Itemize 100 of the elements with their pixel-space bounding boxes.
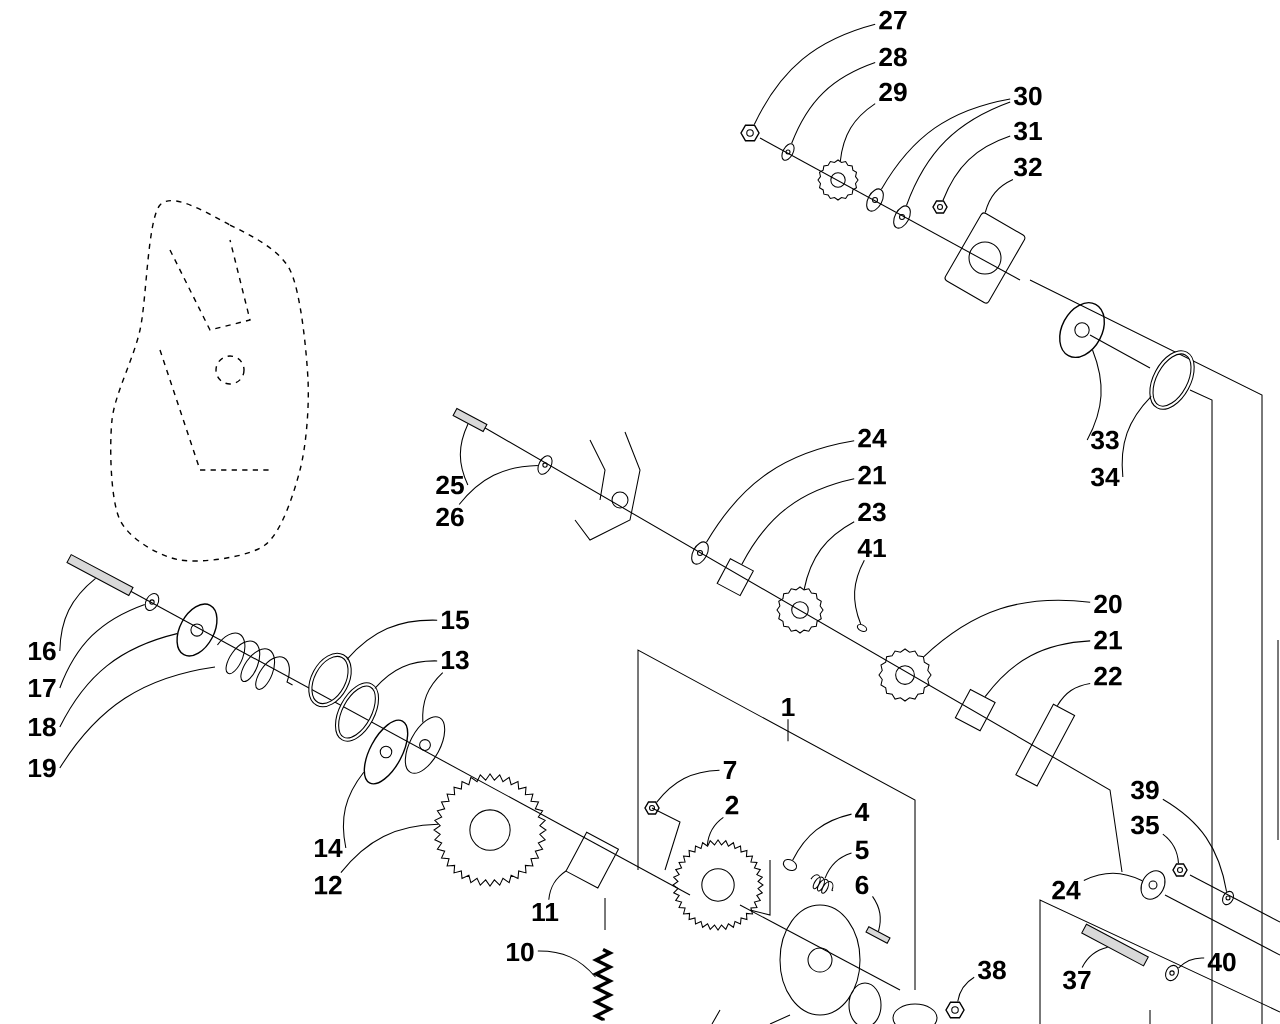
leader-line	[923, 599, 1091, 658]
callout-number: 1	[782, 697, 795, 717]
pin	[782, 859, 798, 872]
callout-number: 35	[1130, 815, 1159, 835]
leader-line	[1083, 872, 1143, 882]
callout-number: 24	[1052, 880, 1081, 900]
snap-ring	[308, 652, 352, 708]
bolt	[452, 407, 488, 433]
callout-number: 26	[436, 507, 464, 527]
leader-line	[422, 672, 444, 724]
nut	[740, 124, 760, 142]
callout-number: 33	[1090, 430, 1119, 450]
leader-line	[1121, 395, 1152, 478]
leader-line	[459, 423, 469, 486]
leader-line	[346, 619, 438, 660]
callout-number: 11	[532, 902, 559, 922]
washer	[144, 593, 160, 611]
callout-number: 2	[725, 795, 739, 815]
flange-plate	[944, 212, 1026, 304]
callout-number: 4	[855, 802, 870, 822]
leader-line	[824, 852, 853, 879]
callout-number: 28	[879, 47, 907, 67]
callout-number: 29	[879, 82, 907, 102]
leader-line	[792, 813, 853, 861]
bolt	[1081, 923, 1149, 967]
callout-number: 18	[29, 717, 56, 737]
leader-line	[656, 769, 721, 803]
leader-line	[957, 976, 975, 1003]
leader-line	[374, 660, 438, 689]
washer	[537, 455, 553, 475]
leader-line	[1081, 946, 1109, 969]
leader-line	[854, 559, 865, 625]
washer	[404, 716, 446, 774]
leader-line	[537, 950, 596, 978]
leader-line	[984, 640, 1091, 698]
leader-line	[839, 103, 876, 162]
callout-number: 16	[29, 641, 56, 661]
sprocket	[878, 648, 932, 702]
callout-number: 41	[857, 538, 886, 558]
callout-number: 25	[436, 475, 464, 495]
leader-line	[905, 101, 1011, 206]
callout-number: 38	[977, 960, 1006, 980]
gear	[672, 839, 764, 931]
callout-number: 24	[858, 428, 887, 448]
washer	[691, 541, 709, 565]
leader-line	[741, 478, 855, 565]
callout-number: 37	[1062, 970, 1091, 990]
leader-line	[705, 440, 855, 543]
leader-line	[803, 521, 855, 590]
gear	[433, 773, 547, 887]
washer	[781, 143, 795, 161]
callout-number: 32	[1013, 157, 1042, 177]
callout-number: 21	[858, 465, 886, 485]
callout-number: 6	[855, 875, 869, 895]
callout-number: 30	[1013, 86, 1042, 106]
nut	[644, 801, 660, 815]
leader-line	[59, 603, 146, 689]
pin	[856, 623, 868, 633]
leader-line	[1162, 833, 1179, 864]
leader-line	[342, 771, 365, 849]
bearing	[363, 719, 409, 785]
leader-line	[1086, 349, 1102, 441]
leader-line	[1056, 682, 1091, 707]
snap-ring	[1149, 350, 1195, 410]
callout-number: 15	[442, 610, 469, 630]
callout-number: 5	[855, 840, 869, 860]
leader-line	[340, 823, 439, 874]
leader-line	[1162, 798, 1228, 893]
leader-line	[548, 870, 567, 901]
leader-line	[880, 98, 1011, 190]
nut	[1172, 863, 1188, 877]
washer	[1140, 870, 1166, 900]
leader-line	[706, 816, 724, 846]
callout-number: 34	[1090, 467, 1120, 487]
callout-number: 31	[1013, 121, 1042, 141]
leader-line	[59, 577, 97, 652]
callout-number: 20	[1094, 594, 1122, 614]
washer	[1165, 964, 1180, 982]
callout-number: 19	[29, 758, 56, 778]
leader-line	[942, 135, 1011, 201]
washer	[866, 188, 884, 212]
leader-line	[458, 464, 539, 506]
callout-number: 27	[879, 10, 907, 30]
spring	[810, 874, 834, 894]
leader-line	[753, 23, 876, 126]
leader-line	[791, 61, 876, 144]
spring	[216, 632, 294, 690]
sprocket	[817, 159, 859, 201]
callout-number: 39	[1130, 780, 1159, 800]
callout-number: 40	[1207, 952, 1236, 972]
cup-washer	[176, 603, 218, 657]
washer	[893, 205, 911, 229]
washer	[1222, 890, 1235, 906]
callout-number: 13	[442, 650, 469, 670]
chain	[592, 947, 614, 1022]
sprocket	[776, 586, 824, 634]
leader-line	[787, 718, 789, 742]
leader-line	[984, 179, 1014, 214]
callout-number: 7	[723, 760, 737, 780]
callout-number: 22	[1094, 666, 1122, 686]
